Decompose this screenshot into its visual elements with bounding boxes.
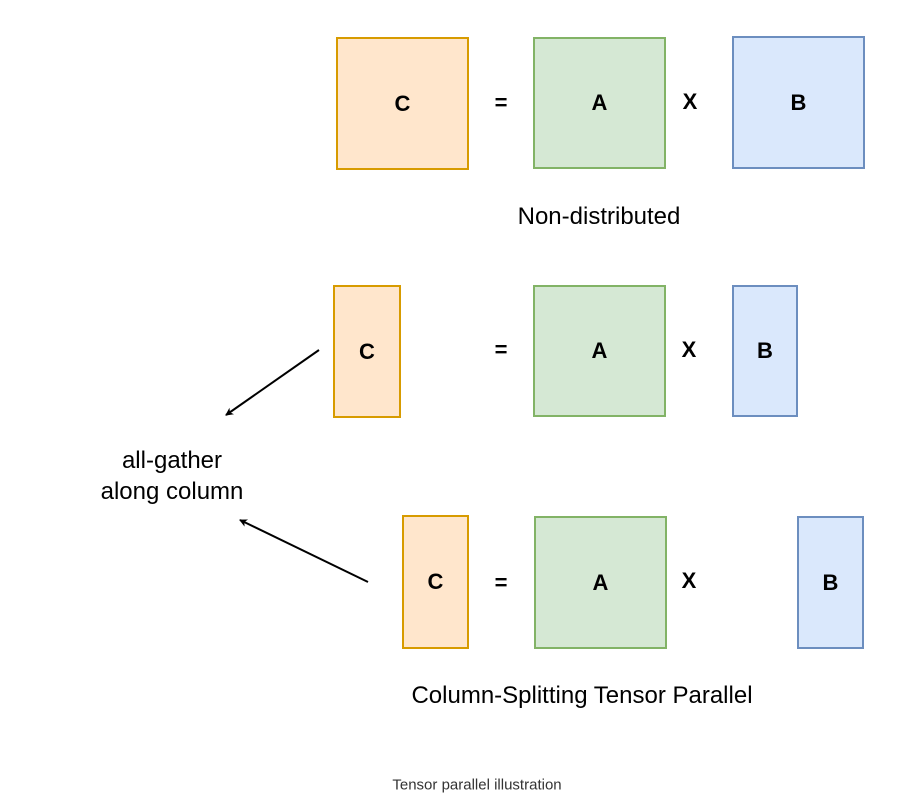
matrix-c-split1-label: C	[359, 338, 375, 364]
equals-sign-split1: =	[494, 337, 508, 362]
matrix-c-split2-box: C	[402, 515, 469, 649]
multiply-sign-split1: X	[681, 337, 697, 362]
all-gather-annotation-line1: all-gather	[121, 447, 223, 474]
equals-sign-split2: =	[494, 570, 508, 595]
matrix-c-split1-box: C	[333, 285, 401, 418]
matrix-a-split2-box: A	[534, 516, 667, 649]
page-caption: Tensor parallel illustration	[392, 776, 562, 794]
multiply-sign-split2: X	[681, 568, 697, 593]
matrix-b-split1-box: B	[732, 285, 798, 417]
matrix-c-full-label: C	[394, 90, 411, 116]
all-gather-arrow-from-split2-c	[239, 519, 369, 583]
matrix-b-split1-label: B	[757, 338, 773, 363]
matrix-c-full-box: C	[336, 37, 469, 170]
matrix-a-full-box: A	[533, 37, 666, 169]
matrix-a-split1-label: A	[591, 338, 608, 363]
all-gather-arrow-from-split1-c	[225, 349, 320, 416]
all-gather-annotation: all-gather along column	[101, 445, 244, 507]
matrix-b-split2-label: B	[822, 569, 839, 595]
equals-sign-full: =	[494, 90, 508, 115]
matrix-a-full-label: A	[591, 90, 608, 115]
matrix-a-split2-label: A	[592, 569, 609, 595]
all-gather-annotation-line2: along column	[100, 478, 244, 505]
non-distributed-label: Non-distributed	[517, 203, 681, 230]
matrix-c-split2-label: C	[427, 569, 444, 594]
matrix-b-full-label: B	[790, 89, 807, 115]
matrix-a-split1-box: A	[533, 285, 666, 417]
column-splitting-label: Column-Splitting Tensor Parallel	[411, 682, 753, 709]
matrix-b-full-box: B	[732, 36, 865, 169]
multiply-sign-full: X	[682, 89, 698, 114]
matrix-b-split2-box: B	[797, 516, 864, 649]
